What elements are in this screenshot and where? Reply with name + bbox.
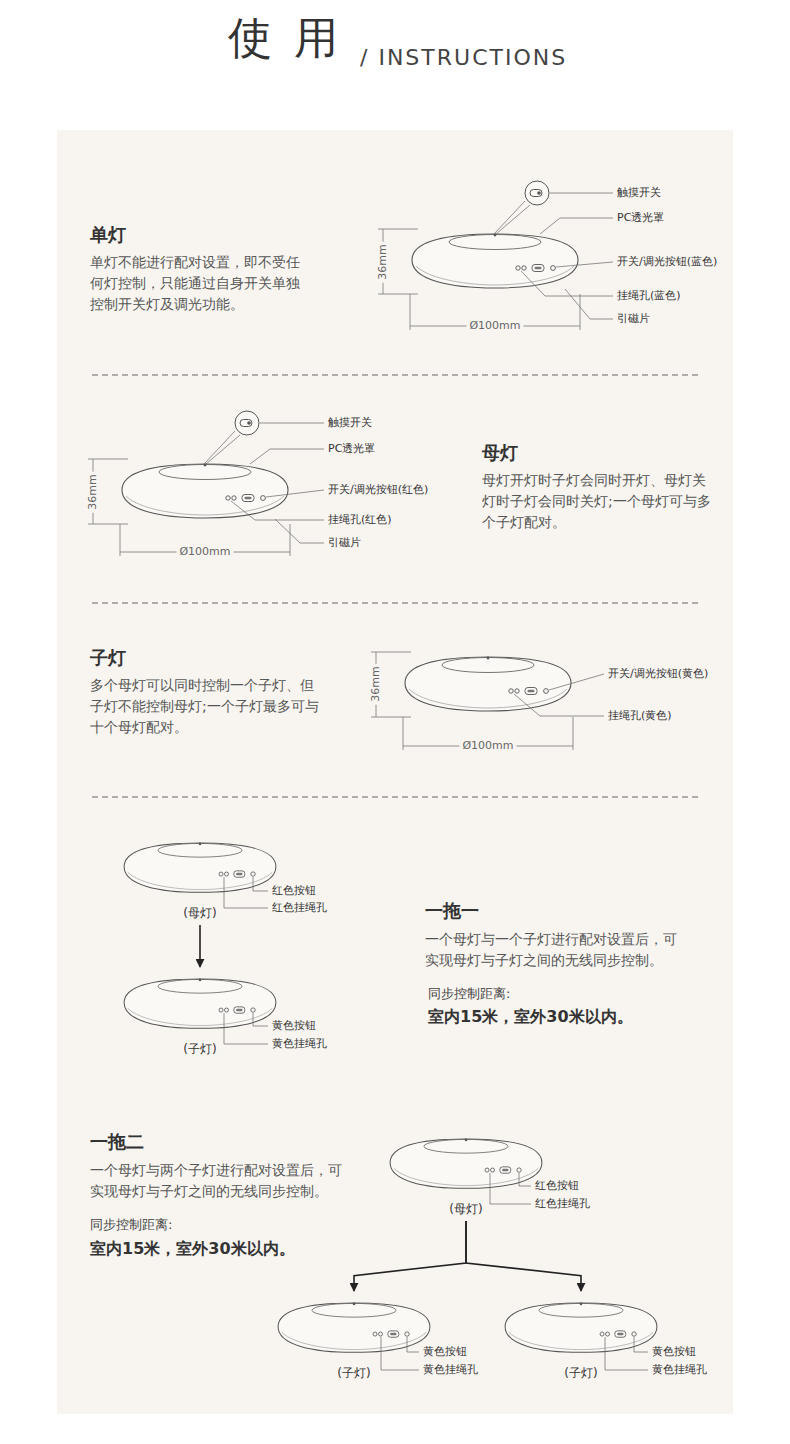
- lamp-role-label: (子灯): [183, 1041, 216, 1058]
- lamp-unit: (母灯): [122, 832, 278, 922]
- part-label: 红色按钮: [535, 1179, 579, 1193]
- part-label: 挂绳孔(蓝色): [617, 289, 681, 303]
- pairing-arrow: [466, 1221, 581, 1291]
- dimension: Ø100mm: [176, 545, 233, 559]
- part-label: 挂绳孔(红色): [328, 513, 392, 527]
- lamp-unit: (子灯): [122, 968, 278, 1058]
- lamp-unit: (子灯): [503, 1292, 659, 1382]
- note-label: 同步控制距离:: [428, 986, 510, 1002]
- section-body: 母灯开灯时子灯会同时开灯、母灯关灯时子灯会同时关灯;一个母灯可与多个子灯配对。: [482, 470, 714, 533]
- part-label: 黄色挂绳孔: [652, 1363, 707, 1377]
- section-heading: 单灯: [90, 224, 126, 247]
- dimension: 36mm: [369, 663, 383, 704]
- section-heading: 一拖二: [90, 1131, 144, 1154]
- part-label: 开关/调光按钮(黄色): [608, 667, 708, 681]
- lamp-role-label: (子灯): [564, 1365, 597, 1382]
- part-label: PC透光罩: [617, 211, 664, 225]
- section-body: 一个母灯与两个子灯进行配对设置后，可实现母灯与子灯之间的无线同步控制。: [90, 1160, 352, 1202]
- part-label: 开关/调光按钮(蓝色): [617, 255, 717, 269]
- section-heading: 子灯: [90, 647, 126, 670]
- part-label: 红色挂绳孔: [272, 901, 327, 915]
- section-heading: 母灯: [482, 442, 518, 465]
- part-label: 引磁片: [617, 312, 650, 326]
- distance-note: 室内15米，室外30米以内。: [428, 1007, 633, 1027]
- part-label: 黄色按钮: [652, 1345, 696, 1359]
- pairing-arrow: [354, 1221, 466, 1291]
- lamp-unit: (母灯): [388, 1128, 544, 1218]
- part-label: 黄色挂绳孔: [272, 1037, 327, 1051]
- part-label: 开关/调光按钮(红色): [328, 483, 428, 497]
- lamp-unit: (子灯): [276, 1292, 432, 1382]
- part-label: 触摸开关: [328, 416, 372, 430]
- part-label: 挂绳孔(黄色): [608, 709, 672, 723]
- part-label: 黄色按钮: [272, 1019, 316, 1033]
- dimension: 36mm: [376, 241, 390, 282]
- part-label: 红色按钮: [272, 884, 316, 898]
- part-label: 引磁片: [328, 536, 361, 550]
- distance-note: 室内15米，室外30米以内。: [90, 1239, 295, 1259]
- part-label: 触摸开关: [617, 186, 661, 200]
- part-label: 黄色按钮: [423, 1345, 467, 1359]
- dimension: Ø100mm: [459, 739, 516, 753]
- dimension: 36mm: [86, 471, 100, 512]
- dimension: Ø100mm: [466, 319, 523, 333]
- part-label: PC透光罩: [328, 442, 375, 456]
- section-heading: 一拖一: [425, 900, 479, 923]
- note-label: 同步控制距离:: [90, 1217, 172, 1233]
- lamp-role-label: (母灯): [449, 1201, 482, 1218]
- section-body: 多个母灯可以同时控制一个子灯、但子灯不能控制母灯;一个子灯最多可与十个母灯配对。: [90, 675, 322, 738]
- page-subtitle: / INSTRUCTIONS: [360, 44, 567, 72]
- part-label: 黄色挂绳孔: [423, 1363, 478, 1377]
- section-body: 一个母灯与一个子灯进行配对设置后，可实现母灯与子灯之间的无线同步控制。: [425, 929, 687, 971]
- lamp-role-label: (子灯): [337, 1365, 370, 1382]
- section-body: 单灯不能进行配对设置，即不受任何灯控制，只能通过自身开关单独控制开关灯及调光功能…: [90, 252, 304, 315]
- pairing-arrow: [199, 925, 201, 967]
- part-label: 红色挂绳孔: [535, 1197, 590, 1211]
- page-title: 使 用: [228, 10, 342, 65]
- lamp-role-label: (母灯): [183, 905, 216, 922]
